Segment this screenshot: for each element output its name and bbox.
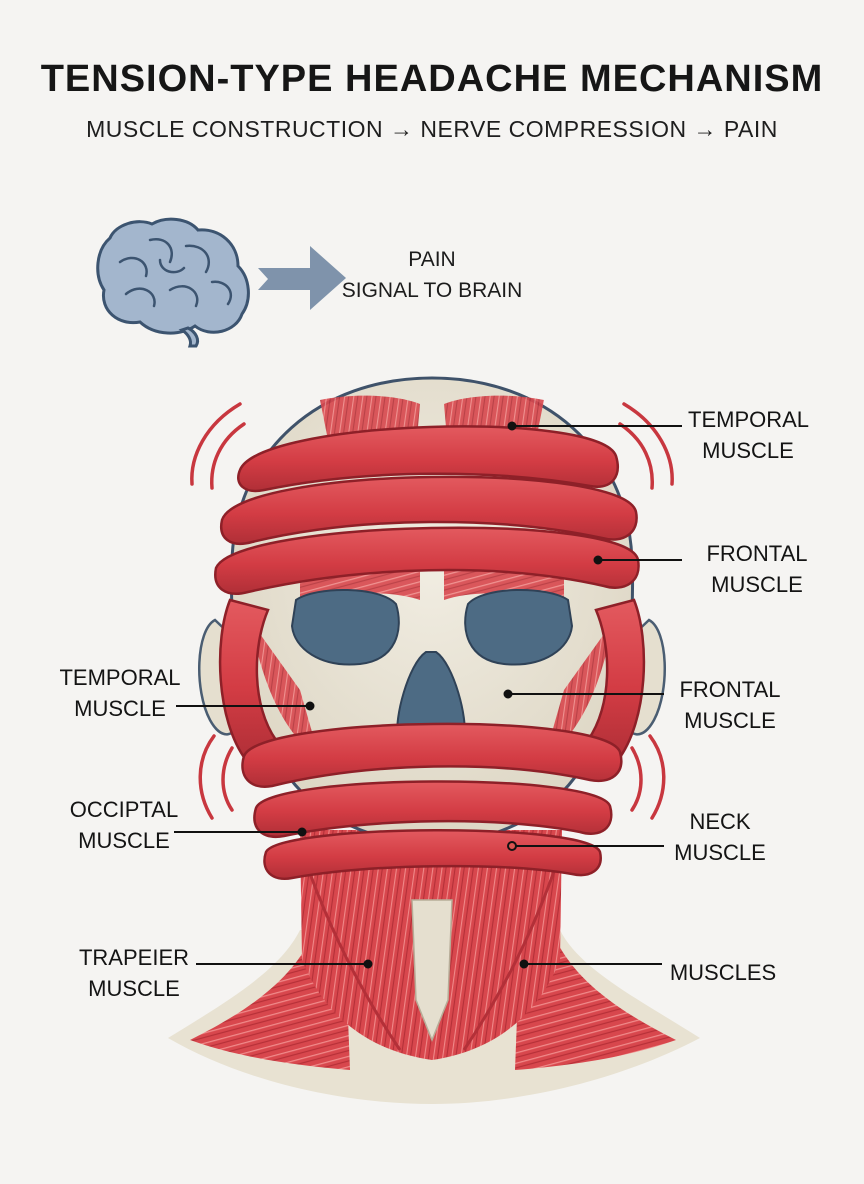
label-text: MUSCLE: [58, 693, 182, 724]
label-text: MUSCLES: [664, 957, 782, 988]
brain-icon: [98, 219, 249, 346]
pain-signal-line1: PAIN: [340, 244, 524, 275]
neck-and-shoulders: [168, 830, 700, 1104]
label-muscles-right: MUSCLES: [664, 957, 782, 988]
label-text: MUSCLE: [688, 435, 808, 466]
label-text: FRONTAL: [668, 674, 792, 705]
label-text: MUSCLE: [64, 825, 184, 856]
label-text: MUSCLE: [72, 973, 196, 1004]
label-neck-right: NECK MUSCLE: [664, 806, 776, 868]
label-text: MUSCLE: [668, 705, 792, 736]
label-temporal-right: TEMPORAL MUSCLE: [688, 404, 808, 466]
label-text: MUSCLE: [696, 569, 818, 600]
label-frontal-right-top: FRONTAL MUSCLE: [696, 538, 818, 600]
left-eye-socket: [292, 590, 399, 665]
label-text: TRAPEIER: [72, 942, 196, 973]
arrow-right-icon: [258, 246, 346, 310]
label-text: MUSCLE: [664, 837, 776, 868]
label-text: FRONTAL: [696, 538, 818, 569]
right-eye-socket: [465, 590, 572, 665]
label-text: TEMPORAL: [58, 662, 182, 693]
pain-signal-line2: SIGNAL TO BRAIN: [340, 275, 524, 306]
label-text: TEMPORAL: [688, 404, 808, 435]
label-trapezius-left: TRAPEIER MUSCLE: [72, 942, 196, 1004]
pain-signal-label: PAIN SIGNAL TO BRAIN: [340, 244, 524, 306]
label-occipital-left: OCCIPTAL MUSCLE: [64, 794, 184, 856]
label-temporal-left: TEMPORAL MUSCLE: [58, 662, 182, 724]
label-frontal-right-mid: FRONTAL MUSCLE: [668, 674, 792, 736]
label-text: OCCIPTAL: [64, 794, 184, 825]
label-text: NECK: [664, 806, 776, 837]
